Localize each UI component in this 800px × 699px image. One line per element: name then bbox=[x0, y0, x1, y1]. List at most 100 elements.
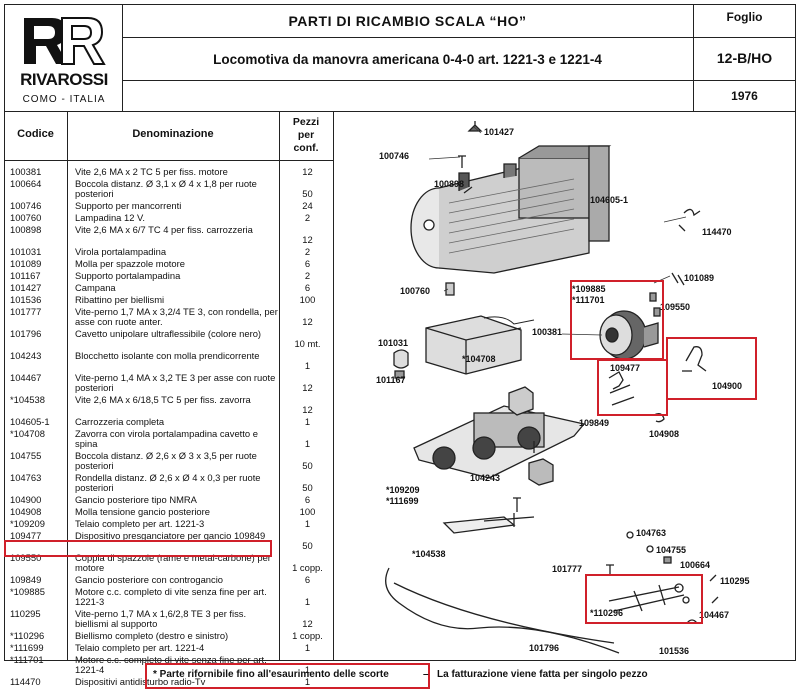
highlight-side-rods bbox=[585, 574, 703, 624]
part-description: Vite-perno 1,7 MA x 1,6/2,8 TE 3 per fis… bbox=[75, 608, 247, 629]
part-code: 101796 bbox=[10, 328, 42, 339]
header-frame bbox=[4, 4, 796, 112]
lamp-socket bbox=[393, 349, 409, 369]
highlight-coupler-104900 bbox=[666, 337, 757, 400]
callout-104908: 104908 bbox=[649, 429, 680, 439]
callout-101167: 101167 bbox=[376, 375, 406, 385]
part-description: Telaio completo per art. 1221-4 bbox=[75, 642, 205, 653]
part-quantity: 1 bbox=[304, 664, 311, 675]
header-divider bbox=[122, 37, 796, 38]
part-quantity: 6 bbox=[304, 258, 311, 269]
callout-104467: 104467 bbox=[699, 610, 730, 620]
pickup-block bbox=[528, 458, 554, 486]
part-code: 104605-1 bbox=[10, 416, 50, 427]
part-code: 109550 bbox=[10, 552, 42, 563]
part-description: Ribattino per biellismi bbox=[75, 294, 165, 305]
part-quantity: 12 bbox=[302, 166, 313, 177]
callout-109550: 109550 bbox=[660, 302, 691, 312]
part-code: 100664 bbox=[10, 178, 42, 189]
header-divider bbox=[693, 4, 694, 112]
part-code: 104467 bbox=[10, 372, 42, 383]
col-code-header: Codice bbox=[17, 128, 54, 140]
part-quantity: 1 bbox=[304, 438, 311, 449]
part-code: *110296 bbox=[10, 630, 45, 641]
part-quantity: 1 bbox=[304, 518, 311, 529]
table-header-rule bbox=[4, 160, 333, 161]
part-description: Vite-perno 1,7 MA x 3,2/4 TE 3, con rond… bbox=[75, 306, 278, 327]
callout-109209: *109209 bbox=[386, 485, 420, 495]
part-description: Blocchetto isolante con molla prendicorr… bbox=[75, 350, 260, 361]
ballast bbox=[425, 315, 522, 375]
part-code: 109849 bbox=[10, 574, 42, 585]
table-row: *104538 Vite 2,6 MA x 6/18,5 TC 5 per fis… bbox=[4, 395, 333, 415]
cab bbox=[518, 157, 590, 219]
table-border bbox=[795, 112, 796, 660]
callout-101536: 101536 bbox=[659, 646, 690, 656]
part-description: Vite-perno 1,4 MA x 3,2 TE 3 per asse co… bbox=[75, 372, 276, 393]
part-code: *111701 bbox=[10, 654, 44, 665]
callout-104708: *104708 bbox=[462, 354, 496, 364]
part-description: Boccola distanz. Ø 2,6 x Ø 3 x 3,5 per r… bbox=[75, 450, 257, 471]
callout-101777: 101777 bbox=[552, 564, 583, 574]
part-quantity: 12 bbox=[302, 618, 313, 629]
part-code: *104538 bbox=[10, 394, 45, 405]
part-description: Lampadina 12 V. bbox=[75, 212, 146, 223]
table-row: *110296 Biellismo completo (destro e sini… bbox=[4, 631, 333, 641]
callout-110296: *110296 bbox=[590, 608, 624, 618]
part-quantity: 6 bbox=[304, 574, 311, 585]
part-code: 100746 bbox=[10, 200, 42, 211]
footer-note: * Parte rifornibile fino all'esaurimento… bbox=[153, 669, 389, 680]
part-description: Vite 2,6 MA x 6/18,5 TC 5 per fiss. zavo… bbox=[75, 394, 251, 405]
part-description: Dispositivo presganciatore per gancio 10… bbox=[75, 530, 266, 541]
footer-billing: La fatturazione viene fatta per singolo … bbox=[437, 669, 648, 680]
callout-100898: 100898 bbox=[434, 179, 465, 189]
spring bbox=[653, 413, 665, 423]
part-code: 104763 bbox=[10, 472, 42, 483]
part-quantity: 2 bbox=[304, 246, 311, 257]
part-quantity: 100 bbox=[299, 294, 316, 305]
part-quantity: 50 bbox=[302, 460, 313, 471]
wire bbox=[385, 567, 620, 654]
highlight-coupler-109477 bbox=[597, 359, 668, 416]
part-description: Molla tensione gancio posteriore bbox=[75, 506, 210, 517]
callout-104605-1: 104605-1 bbox=[590, 195, 629, 205]
part-description: Biellismo completo (destro e sinistro) bbox=[75, 630, 229, 641]
part-description: Motore c.c. completo di vite senza fine … bbox=[75, 586, 267, 607]
part-description: Telaio completo per art. 1221-3 bbox=[75, 518, 205, 529]
part-quantity: 2 bbox=[304, 212, 311, 223]
callout-111701: *111701 bbox=[572, 295, 605, 305]
coupler-hook bbox=[608, 371, 635, 406]
callout-104755: 104755 bbox=[656, 545, 687, 555]
exploded-diagram: 101427 100746 100898 104605-1 114470 101… bbox=[334, 113, 794, 658]
highlight-footer-note bbox=[145, 663, 430, 689]
callout-100760: 100760 bbox=[400, 286, 431, 296]
part-quantity: 12 bbox=[302, 316, 313, 327]
part-quantity: 6 bbox=[304, 494, 311, 505]
callout-101796: 101796 bbox=[529, 643, 560, 653]
part-quantity: 100 bbox=[299, 506, 316, 517]
callout-104763: 104763 bbox=[636, 528, 667, 538]
part-code: *111699 bbox=[10, 642, 44, 653]
part-code: 101536 bbox=[10, 294, 42, 305]
part-quantity: 1 copp. bbox=[292, 562, 323, 573]
callout-101089: 101089 bbox=[684, 273, 715, 283]
part-quantity: 50 bbox=[302, 188, 313, 199]
callout-109885: *109885 bbox=[572, 284, 606, 294]
part-quantity: 1 bbox=[304, 416, 311, 427]
callout-100746: 100746 bbox=[379, 151, 410, 161]
